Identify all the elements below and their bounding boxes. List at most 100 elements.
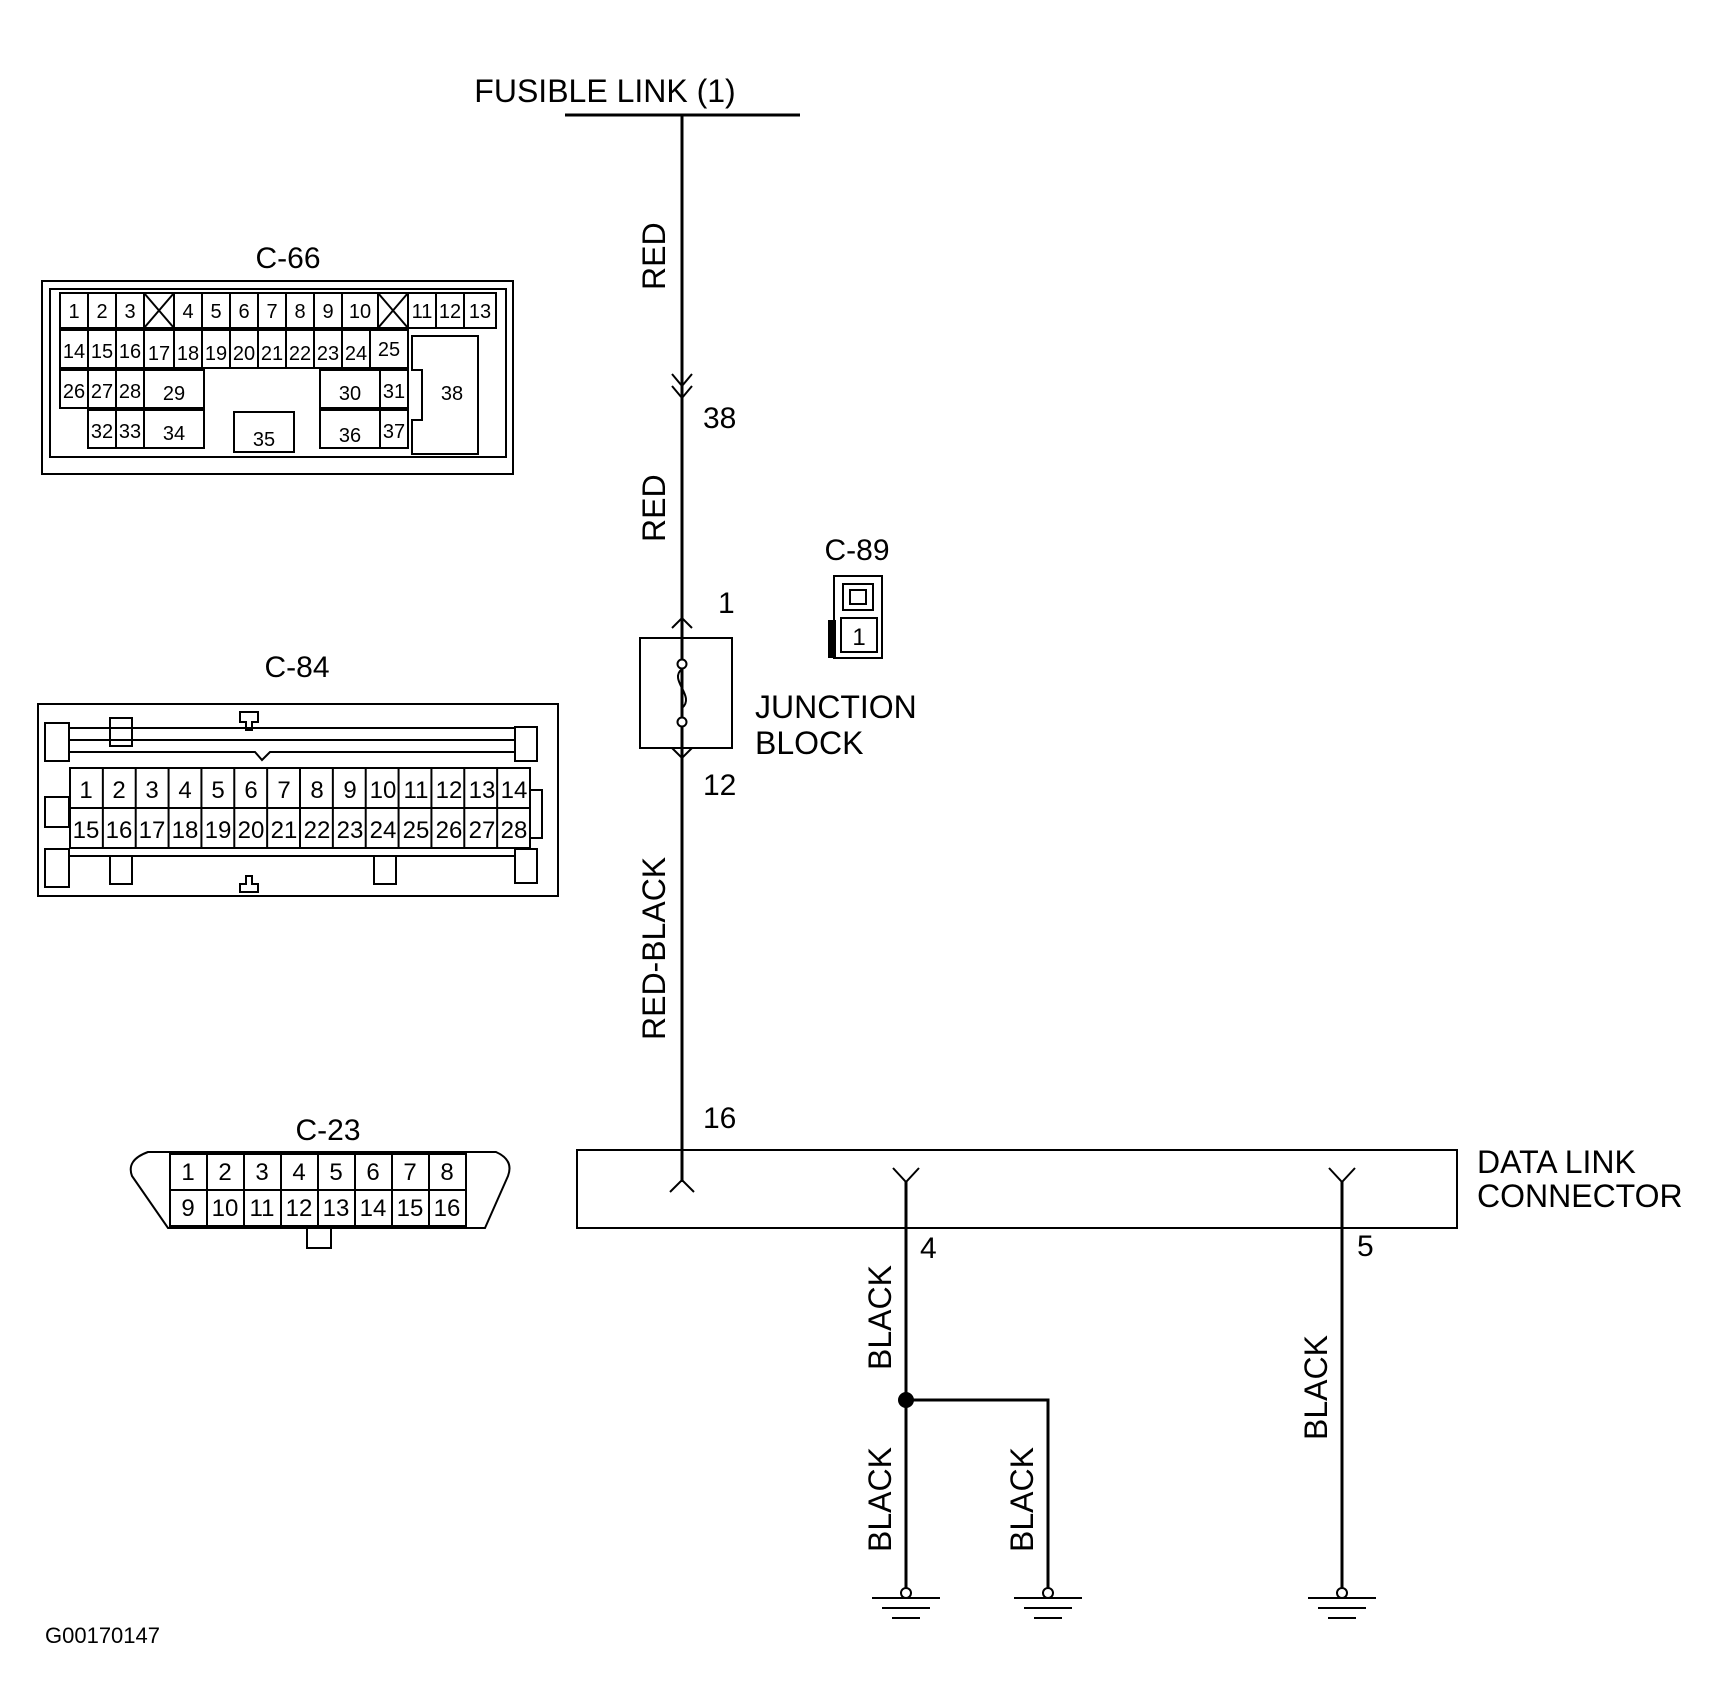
c84-latch: [514, 848, 538, 884]
wire-color-red-upper: RED: [636, 222, 672, 290]
c23-pin: 3: [255, 1159, 268, 1186]
c84-pin: 19: [205, 817, 232, 844]
c66-cell: [369, 329, 409, 369]
c66-pin: 6: [238, 301, 249, 323]
ground-icon: [1308, 1587, 1376, 1619]
c66-pin: 15: [91, 341, 113, 363]
c66-pin: 14: [63, 341, 85, 363]
junction-block-box: [639, 637, 733, 749]
c66-pin: 38: [441, 383, 463, 405]
c66-pin: 26: [63, 381, 85, 403]
c23-pin: 15: [397, 1195, 424, 1222]
c23-pin: 11: [250, 1195, 275, 1222]
c84-pin: 20: [238, 817, 265, 844]
c66-pin: 28: [119, 381, 141, 403]
c84-rail: [69, 751, 515, 762]
c66-pin: 35: [253, 429, 275, 451]
wire-color-black-ground2: BLACK: [1004, 1447, 1040, 1552]
data-link-connector-label-line2: CONNECTOR: [1477, 1178, 1683, 1214]
c66-cell-cross: [377, 292, 409, 329]
c84-pin: 9: [343, 777, 356, 804]
c66-pin: 36: [339, 425, 361, 447]
junction-block-label-line2: BLOCK: [755, 725, 863, 761]
figure-id: G00170147: [45, 1623, 160, 1648]
c66-pin: 33: [119, 421, 141, 443]
wire-color-red-lower: RED: [636, 474, 672, 542]
connector-c66-housing: [41, 280, 514, 475]
c84-pin: 24: [370, 817, 397, 844]
c66-cell: [463, 292, 497, 329]
wire-color-black-pin4: BLACK: [862, 1265, 898, 1370]
c84-pin: 14: [501, 777, 528, 804]
c84-grid-dividers: [101, 768, 499, 848]
data-link-connector: DATA LINK CONNECTOR: [576, 1144, 1683, 1229]
pin-1-label: 1: [718, 587, 735, 620]
c66-pin: 31: [383, 381, 405, 403]
c66-pin: 32: [91, 421, 113, 443]
c66-pin: 4: [182, 301, 193, 323]
ground-circuit-pin5: 5 BLACK: [1298, 1182, 1376, 1619]
c66-cell: [233, 411, 295, 453]
c84-side-tab: [529, 789, 543, 839]
dlc-pin16-chevron: [669, 1178, 695, 1193]
c23-pin: 7: [403, 1159, 416, 1186]
c84-pin: 18: [172, 817, 199, 844]
c66-pin: 34: [163, 423, 185, 445]
c84-pin: 15: [73, 817, 100, 844]
c84-pin: 25: [403, 817, 430, 844]
c66-cell: [143, 409, 205, 449]
c84-pin: 11: [404, 777, 429, 804]
c84-pin: 4: [178, 777, 191, 804]
c66-pin: 7: [266, 301, 277, 323]
c66-cell: [143, 369, 205, 409]
c23-pin: 4: [292, 1159, 305, 1186]
c89-housing: [833, 575, 883, 659]
c89-latch-inner: [849, 589, 867, 605]
connector-c89-label: C-89: [824, 534, 889, 567]
c23-pin: 2: [218, 1159, 231, 1186]
c23-pin: 9: [181, 1195, 194, 1222]
c84-pin: 1: [79, 777, 92, 804]
c66-pin: 29: [163, 383, 185, 405]
connector-38-chevron-bottom: [671, 385, 693, 400]
c89-latch: [842, 583, 874, 611]
c66-pin: 22: [289, 343, 311, 365]
c84-pin: 23: [337, 817, 364, 844]
pin-16-label: 16: [703, 1102, 736, 1135]
junction-block-label-line1: JUNCTION: [755, 689, 917, 725]
connector-c23-label: C-23: [295, 1114, 360, 1147]
c84-pin: 12: [436, 777, 463, 804]
c84-pin: 3: [145, 777, 158, 804]
connector-c23: C-23 1 2 3 4 5 6 7 8 9 10 11 12 13 14 15…: [129, 1114, 511, 1249]
fuse-terminal-bottom: [676, 716, 688, 728]
c66-pin: 3: [124, 301, 135, 323]
c84-pin: 8: [310, 777, 323, 804]
ground-icon: [1014, 1587, 1082, 1619]
c23-housing: [129, 1151, 511, 1229]
data-link-connector-box: [576, 1149, 1458, 1229]
c23-pin: 10: [212, 1195, 239, 1222]
data-link-connector-label-line1: DATA LINK: [1477, 1144, 1636, 1180]
junction-pin1-chevron: [671, 616, 693, 629]
c84-pin: 27: [469, 817, 496, 844]
c66-pin: 18: [177, 343, 199, 365]
connector-c89: C-89 1: [824, 534, 890, 659]
c84-pin: 21: [271, 817, 298, 844]
c66-pin: 12: [439, 301, 461, 323]
fuse-icon: [676, 668, 688, 709]
dlc-pin4-chevron: [892, 1167, 920, 1184]
c66-cell: [379, 409, 409, 449]
c84-latch: [373, 855, 397, 885]
c66-pin: 8: [294, 301, 305, 323]
c23-pin: 14: [360, 1195, 387, 1222]
wire-color-black-ground1: BLACK: [862, 1447, 898, 1552]
c84-key: [239, 711, 259, 731]
c84-key: [239, 875, 259, 893]
c89-side: [828, 620, 836, 658]
c66-cell-38: [411, 335, 479, 455]
fusible-link-label: FUSIBLE LINK (1): [474, 73, 735, 109]
c23-pin: 1: [181, 1159, 194, 1186]
c66-pin: 17: [148, 343, 170, 365]
c66-cell-cross: [143, 292, 175, 329]
